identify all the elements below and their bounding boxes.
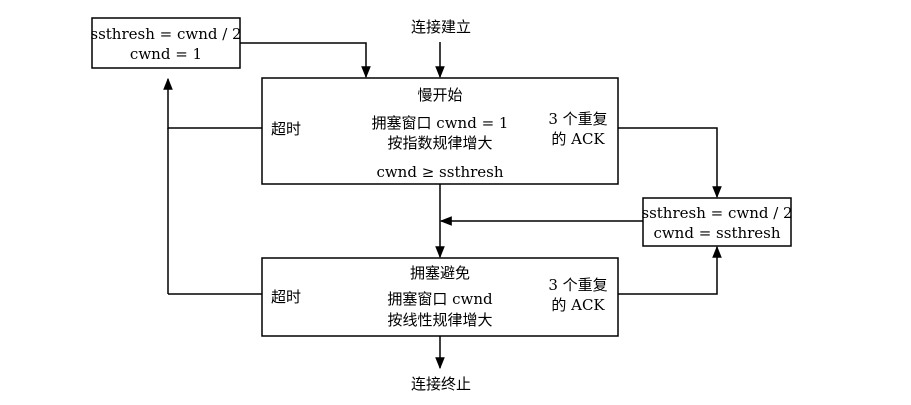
arrow-ca-dup-ack: [618, 245, 722, 295]
ca-title: 拥塞避免: [410, 264, 470, 282]
congestion-avoidance-box: [261, 257, 619, 337]
timeout-reset-box: [91, 17, 241, 69]
slow-start-dup-ack-line1: 3 个重复: [548, 110, 607, 128]
arrow-slow-start-dup-ack: [618, 127, 722, 199]
ca-dup-ack-line1: 3 个重复: [548, 276, 607, 294]
dup-ack-box-line2: cwnd = ssthresh: [653, 224, 780, 242]
ca-dup-ack-line2: 的 ACK: [551, 296, 605, 314]
end-label: 连接终止: [411, 375, 471, 393]
slow-start-title: 慢开始: [417, 86, 462, 104]
arrow-slow-start-timeout: [163, 77, 262, 129]
timeout-box-line1: ssthresh = cwnd / 2: [90, 25, 241, 43]
ca-desc-line1: 拥塞窗口 cwnd: [387, 290, 493, 308]
ca-timeout-label: 超时: [271, 288, 301, 306]
timeout-box-line2: cwnd = 1: [130, 45, 202, 63]
start-label: 连接建立: [411, 18, 471, 36]
ca-desc-line2: 按线性规律增大: [387, 311, 492, 329]
slow-start-condition: cwnd ≥ ssthresh: [376, 163, 503, 181]
slow-start-dup-ack-line2: 的 ACK: [551, 130, 605, 148]
slow-start-desc-line2: 按指数规律增大: [387, 134, 492, 152]
slow-start-timeout-label: 超时: [271, 120, 301, 138]
dup-ack-box-line1: ssthresh = cwnd / 2: [641, 204, 792, 222]
slow-start-desc-line1: 拥塞窗口 cwnd = 1: [372, 114, 509, 132]
slow-start-box: [261, 77, 619, 185]
arrow-timeout-box-to-slow-start: [240, 42, 371, 79]
